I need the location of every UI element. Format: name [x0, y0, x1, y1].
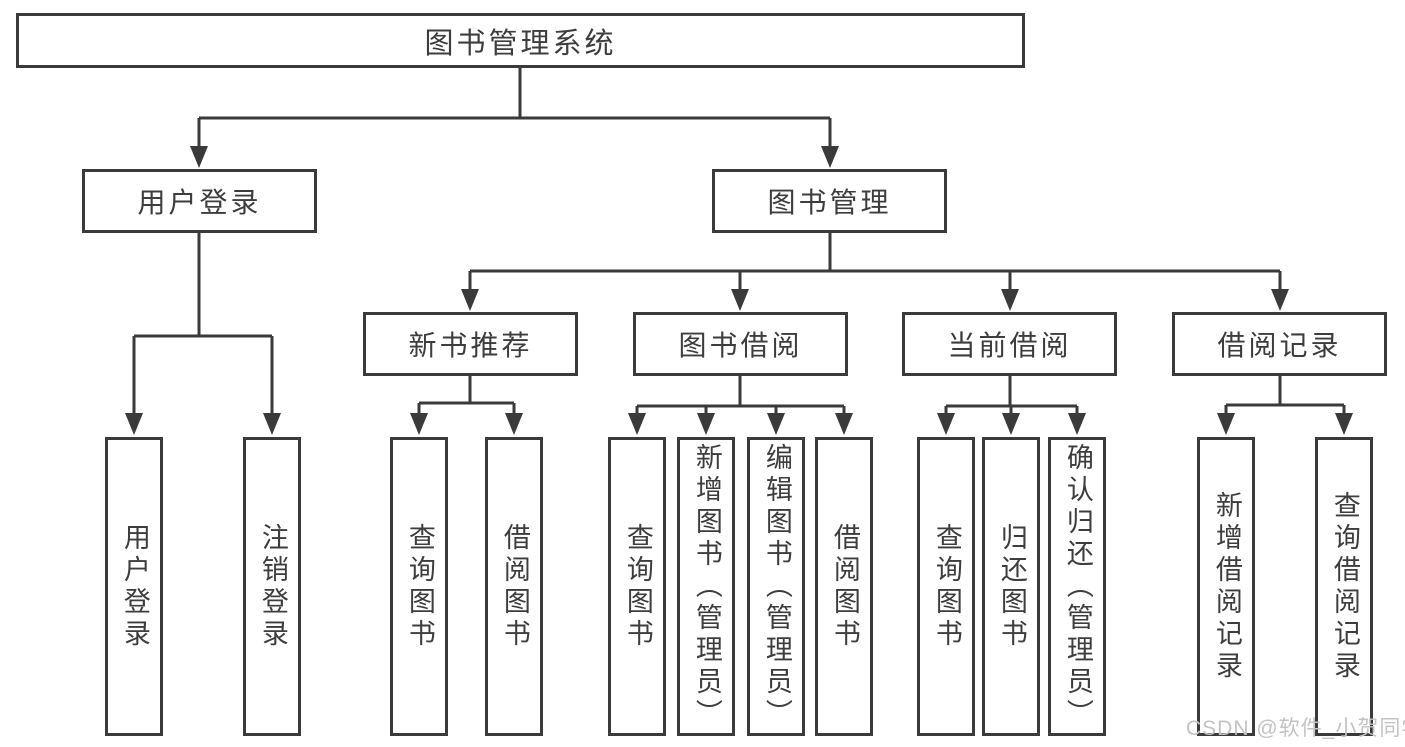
node-new-book-recommend: 新书推荐	[363, 312, 578, 376]
connector-root-to-level2	[197, 68, 832, 150]
node-borrow-records: 借阅记录	[1172, 312, 1387, 376]
arrow-down-icon	[190, 146, 208, 168]
arrowheads	[125, 146, 1353, 435]
arrow-down-icon	[1271, 289, 1289, 311]
leaf-query-borrow-record: 查询借阅记录	[1315, 437, 1373, 736]
connector-user-login-children	[132, 233, 274, 417]
leaf-user-login: 用户登录	[105, 437, 163, 736]
arrow-down-icon	[1335, 413, 1353, 435]
arrow-down-icon	[821, 146, 839, 168]
leaf-return-books: 归还图书	[982, 437, 1040, 736]
arrow-down-icon	[835, 413, 853, 435]
arrow-down-icon	[263, 413, 281, 435]
leaf-logout: 注销登录	[243, 437, 301, 736]
leaf-borrow-books: 借阅图书	[815, 437, 873, 736]
connector-new-book-children	[417, 376, 516, 417]
leaf-query-books-current: 查询图书	[917, 437, 975, 736]
node-user-login: 用户登录	[82, 169, 317, 233]
node-root-system: 图书管理系统	[16, 13, 1025, 68]
leaf-add-borrow-record: 新增借阅记录	[1197, 437, 1255, 736]
leaf-borrow-books-recommend: 借阅图书	[485, 437, 543, 736]
connector-book-borrow-children	[635, 376, 846, 417]
arrow-down-icon	[461, 289, 479, 311]
leaf-query-books-borrow: 查询图书	[608, 437, 666, 736]
arrow-down-icon	[767, 413, 785, 435]
arrow-down-icon	[1001, 289, 1019, 311]
leaf-confirm-return-admin: 确认归还（管理员）	[1048, 437, 1106, 736]
connector-book-management-to-level3	[468, 233, 1282, 293]
arrow-down-icon	[1217, 413, 1235, 435]
arrow-down-icon	[410, 413, 428, 435]
connector-borrow-records-children	[1224, 376, 1346, 417]
arrow-down-icon	[125, 413, 143, 435]
arrow-down-icon	[731, 289, 749, 311]
node-book-borrow: 图书借阅	[633, 312, 848, 376]
node-current-borrow: 当前借阅	[902, 312, 1117, 376]
leaf-add-books-admin: 新增图书（管理员）	[677, 437, 735, 736]
arrow-down-icon	[1068, 413, 1086, 435]
leaf-query-books-recommend: 查询图书	[390, 437, 448, 736]
arrow-down-icon	[1002, 413, 1020, 435]
arrow-down-icon	[505, 413, 523, 435]
leaf-edit-books-admin: 编辑图书（管理员）	[747, 437, 805, 736]
connector-current-borrow-children	[944, 376, 1079, 417]
csdn-watermark: CSDN @软件_小贺同学	[1186, 717, 1405, 740]
arrow-down-icon	[697, 413, 715, 435]
node-book-management: 图书管理	[712, 169, 947, 233]
arrow-down-icon	[937, 413, 955, 435]
arrow-down-icon	[628, 413, 646, 435]
